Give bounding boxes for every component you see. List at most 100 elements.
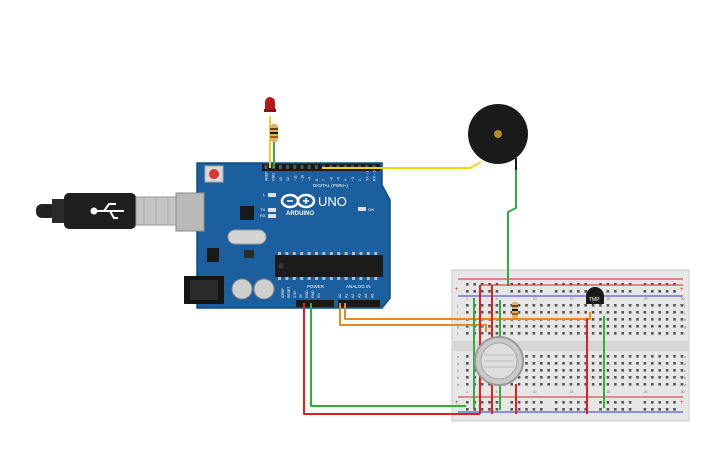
brand-label: ARDUINO bbox=[286, 211, 314, 217]
power-pin-label: GND bbox=[311, 290, 315, 298]
bb-row-label: f bbox=[684, 332, 686, 336]
bb-row-label: g bbox=[457, 325, 459, 329]
microcontroller-chip bbox=[275, 252, 383, 280]
power-label: POWER bbox=[307, 284, 325, 289]
bb-column-label: 15 bbox=[570, 390, 574, 394]
bb-column-label: 15 bbox=[570, 297, 574, 301]
led-rx bbox=[268, 214, 276, 218]
bb-row-label: d bbox=[457, 362, 459, 366]
digital-pin-label: 12 bbox=[286, 177, 290, 181]
bb-column-label: 5 bbox=[496, 390, 498, 394]
model-label: UNO bbox=[318, 194, 347, 209]
digital-pin-hole[interactable] bbox=[300, 165, 304, 169]
wire-5v-red[interactable] bbox=[303, 303, 480, 415]
temperature-sensor[interactable]: TMP bbox=[586, 287, 604, 304]
digital-pin-label: 2 bbox=[358, 179, 362, 181]
led-rx-label: RX bbox=[260, 213, 266, 218]
digital-label: DIGITAL (PWM~) bbox=[313, 183, 348, 188]
wire-buzzer-ground[interactable] bbox=[507, 168, 517, 286]
bb-row-label: e bbox=[684, 355, 686, 359]
analog-label: ANALOG IN bbox=[346, 284, 371, 289]
digital-pin-hole[interactable] bbox=[286, 165, 290, 169]
bb-row-label: c bbox=[457, 369, 459, 373]
arduino-logo bbox=[280, 193, 316, 209]
digital-pin-label: AREF bbox=[265, 171, 269, 181]
bb-row-label: j bbox=[683, 304, 685, 308]
analog-pin-label: A2 bbox=[351, 294, 355, 298]
bb-row-label: c bbox=[684, 369, 686, 373]
bb-column-label: 25 bbox=[644, 390, 648, 394]
red-led[interactable] bbox=[264, 97, 276, 112]
resistor-led[interactable] bbox=[270, 124, 278, 142]
gas-sensor[interactable] bbox=[474, 336, 524, 386]
analog-pin-label: A1 bbox=[345, 294, 349, 298]
piezo-buzzer[interactable] bbox=[468, 104, 528, 170]
wire-buzzer-signal[interactable] bbox=[322, 161, 482, 169]
digital-pin-label: ~5 bbox=[337, 177, 341, 181]
bb-row-label: e bbox=[457, 355, 459, 359]
led-tx bbox=[268, 208, 276, 212]
analog-pin-label: A0 bbox=[338, 294, 342, 298]
analog-pin-label: A5 bbox=[371, 294, 375, 298]
usb-cable[interactable] bbox=[36, 193, 177, 229]
power-header bbox=[296, 300, 334, 307]
bb-row-label: j bbox=[456, 304, 458, 308]
digital-pin-label: 8 bbox=[315, 179, 319, 181]
bb-row-label: i bbox=[684, 311, 685, 315]
wire-gnd-green[interactable] bbox=[310, 303, 466, 407]
digital-pin-hole[interactable] bbox=[307, 165, 311, 169]
digital-pin-label: GND bbox=[272, 173, 276, 181]
analog-header bbox=[338, 300, 380, 307]
digital-pin-label: ~9 bbox=[308, 177, 312, 181]
bb-column-label: 30 bbox=[681, 390, 685, 394]
digital-pin-label: ~3 bbox=[351, 177, 355, 181]
digital-header bbox=[262, 164, 380, 171]
bb-column-label: 30 bbox=[681, 297, 685, 301]
led-tx-label: TX bbox=[260, 207, 265, 212]
wire-analog-a0[interactable] bbox=[339, 303, 487, 332]
digital-pin-label: TX→1 bbox=[365, 171, 369, 181]
bb-row-label: a bbox=[684, 383, 687, 387]
bb-column-label: 1 bbox=[466, 390, 468, 394]
led-on-label: ON bbox=[368, 207, 374, 212]
digital-pin-label: ~10 bbox=[301, 175, 305, 181]
bb-row-label: i bbox=[457, 311, 458, 315]
digital-pin-hole[interactable] bbox=[264, 165, 268, 169]
digital-pin-label: ~11 bbox=[293, 175, 297, 181]
reset-button[interactable] bbox=[204, 165, 224, 183]
rail-plus-bottom: + bbox=[455, 400, 459, 406]
led-l-label: L bbox=[263, 192, 266, 197]
analog-pin-label: A4 bbox=[364, 294, 368, 298]
bb-row-label: b bbox=[457, 376, 459, 380]
power-pin-label: 3.3V bbox=[293, 290, 297, 298]
bb-row-label: a bbox=[457, 383, 460, 387]
led-on bbox=[358, 207, 366, 211]
bb-column-label: 25 bbox=[644, 297, 648, 301]
digital-pin-label: 13 bbox=[279, 177, 283, 181]
led-l bbox=[268, 193, 276, 197]
digital-pin-hole[interactable] bbox=[293, 165, 297, 169]
bb-column-label: 10 bbox=[533, 297, 537, 301]
digital-pin-hole[interactable] bbox=[278, 165, 282, 169]
rail-plus-top-right: + bbox=[680, 287, 684, 293]
bb-row-label: g bbox=[684, 325, 686, 329]
bb-row-label: h bbox=[684, 318, 686, 322]
bb-column-label: 5 bbox=[496, 297, 498, 301]
bb-column-label: 20 bbox=[607, 297, 611, 301]
bb-row-label: d bbox=[684, 362, 686, 366]
wire-analog-a1[interactable] bbox=[344, 303, 591, 320]
resistor-breadboard[interactable] bbox=[512, 302, 518, 318]
power-pin-label: RESET bbox=[287, 287, 291, 298]
bb-row-label: b bbox=[684, 376, 686, 380]
analog-pin-label: A3 bbox=[358, 294, 362, 298]
digital-pin-label: 7 bbox=[322, 179, 326, 181]
rail-plus-bottom-right: + bbox=[680, 400, 684, 406]
digital-pin-hole[interactable] bbox=[314, 165, 318, 169]
arduino-uno-board[interactable]: UNO ARDUINO L TX RX ON DIGITAL (PWM~) AR… bbox=[175, 162, 391, 309]
power-pin-label: Vin bbox=[317, 293, 321, 298]
digital-pin-label: 4 bbox=[344, 179, 348, 181]
rail-plus-top: + bbox=[455, 287, 459, 293]
bb-column-label: 1 bbox=[466, 297, 468, 301]
usb-icon bbox=[90, 203, 124, 219]
